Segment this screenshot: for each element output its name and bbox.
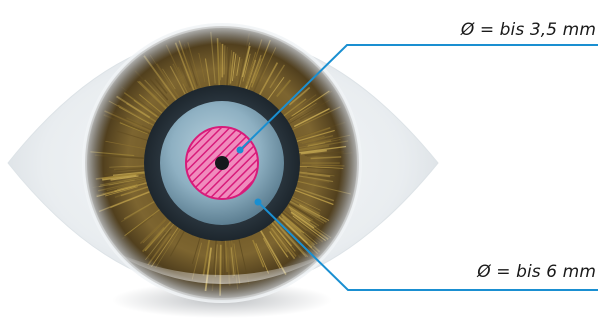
pupil xyxy=(215,156,229,170)
inner-diameter-label: Ø = bis 3,5 mm xyxy=(461,20,596,40)
outer-diameter-label: Ø = bis 6 mm xyxy=(477,262,596,282)
